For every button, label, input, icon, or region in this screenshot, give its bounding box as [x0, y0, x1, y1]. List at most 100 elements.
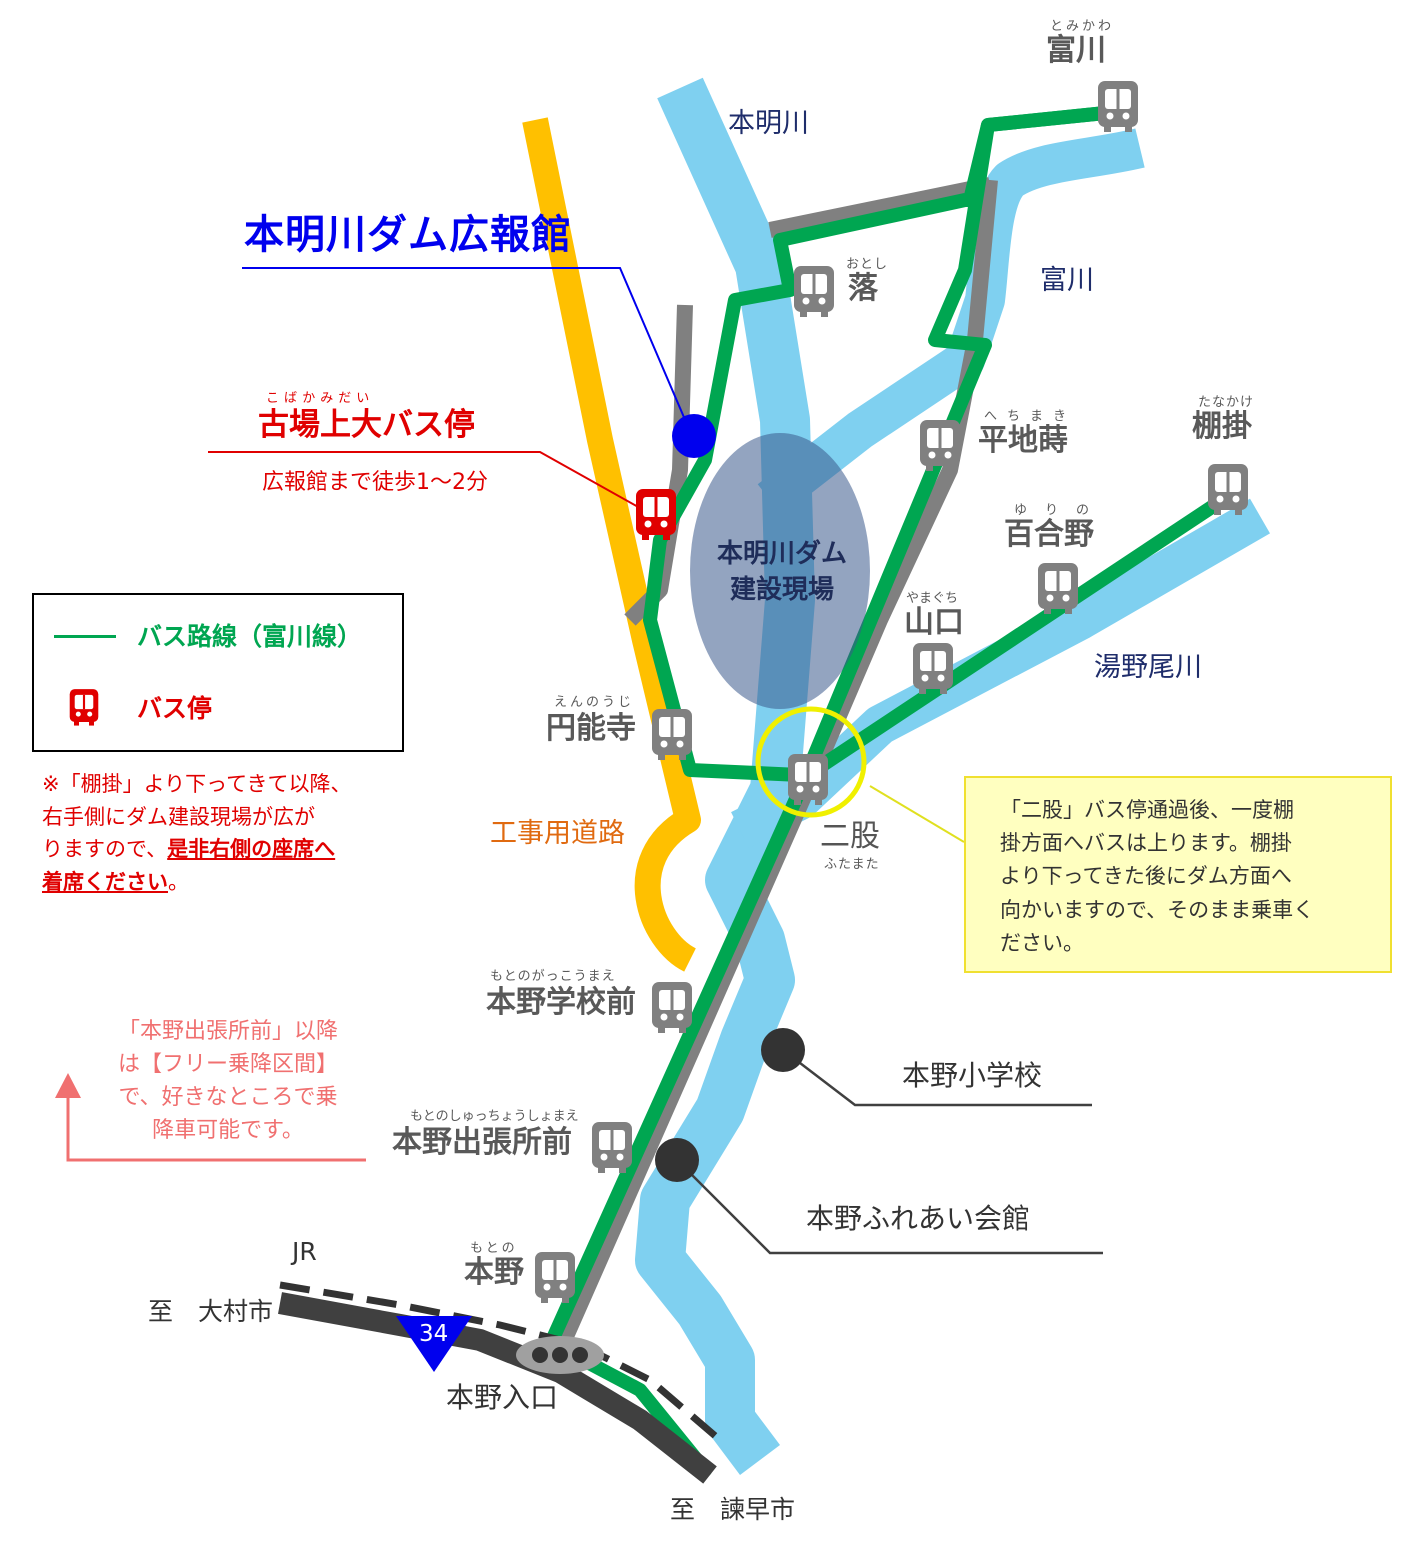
dam-site-label: 本明川ダム 建設現場	[700, 536, 864, 609]
school-label: 本野小学校	[902, 1059, 1043, 1092]
hall-label: 本野ふれあい会館	[806, 1202, 1031, 1235]
yunoo-river-label: 湯野尾川	[1094, 652, 1202, 683]
shucchou-ruby: もとのしゅっちょうしょまえ	[410, 1109, 579, 1124]
legend: バス路線（富川線） バス停	[32, 593, 404, 752]
school-leader	[782, 1049, 1092, 1107]
note-line4: 着席ください。	[42, 866, 402, 899]
callout-line3: より下ってきた後にダム方面へ	[1000, 864, 1292, 889]
callout-line2: 掛方面へバスは上ります。棚掛	[1000, 831, 1292, 856]
note-line3: りますので、是非右側の座席へ	[42, 833, 402, 866]
construction-road	[522, 117, 701, 972]
rail-and-highway	[278, 1281, 723, 1484]
honmyo-river-label: 本明川	[728, 108, 809, 139]
free-arrow-head	[55, 1073, 81, 1098]
school-point	[761, 1028, 805, 1072]
futamata-ruby: ふたまた	[824, 857, 880, 872]
direction-omura: 至 大村市	[148, 1297, 274, 1326]
ennouji-stop-name: 円能寺	[546, 711, 636, 746]
bus-icon-kobaba	[634, 487, 678, 542]
page-title: 本明川ダム広報館	[244, 212, 572, 258]
gakko-stop-name: 本野学校前	[486, 985, 636, 1020]
bus-icon-futamata	[786, 752, 830, 807]
hechimaki-ruby: へちまき	[984, 409, 1077, 424]
bus-icon-tanakake	[1206, 462, 1250, 517]
callout-line4: 向かいますので、そのまま乗車く	[1000, 897, 1315, 922]
gakko-ruby: もとのがっこうまえ	[490, 969, 616, 984]
route-tanakake	[793, 488, 1237, 787]
seat-note: ※「棚掛」より下ってきて以降、 右手側にダム建設現場が広が りますので、是非右側…	[42, 768, 402, 898]
kobaba-walk-note: 広報館まで徒歩1～2分	[262, 470, 488, 495]
note-line3a: りますので、	[42, 837, 168, 862]
otoshi-ruby: おとし	[846, 257, 889, 272]
bus-icon-shucchou	[590, 1120, 634, 1175]
note-line4a: 着席ください	[42, 869, 168, 894]
road-top	[768, 177, 992, 238]
tanakake-stop-name: 棚掛	[1192, 409, 1252, 444]
motono-stop-name: 本野	[464, 1255, 524, 1290]
bus-icon-hechimaki	[918, 418, 962, 473]
legend-route-label: バス路線（富川線）	[137, 622, 363, 651]
callout-leader	[869, 785, 965, 843]
bus-icon-yurino	[1036, 561, 1080, 616]
bus-icon-yamaguchi	[911, 641, 955, 696]
note-line1: ※「棚掛」より下ってきて以降、	[42, 772, 352, 796]
jr-label: JR	[292, 1237, 317, 1266]
free-boarding-note: 「本野出張所前」以降 は【フリー乗降区間】 で、好きなところで乗 降車可能です。	[98, 1015, 358, 1147]
bus-icon-ennouji	[650, 707, 694, 762]
free-arrow-line	[66, 1090, 366, 1162]
motono-entrance-junction	[516, 1336, 604, 1374]
legend-stop-label: バス停	[137, 694, 213, 723]
yamaguchi-ruby: やまぐち	[906, 591, 959, 606]
free-line2: は【フリー乗降区間】	[117, 1052, 338, 1077]
legend-route-line	[54, 635, 116, 638]
bus-stops	[533, 79, 1250, 1305]
ennouji-ruby: えんのうじ	[554, 695, 635, 710]
dam-site-area	[690, 433, 870, 709]
bus-icon-gakko	[650, 980, 694, 1035]
route-loop	[643, 105, 1122, 782]
kobaba-stop-name: 古場上大バス停	[258, 407, 475, 443]
futamata-callout: 「二股」バス停通過後、一度棚 掛方面へバスは上ります。棚掛 より下ってきた後にダ…	[964, 776, 1392, 973]
hall-point	[655, 1138, 699, 1182]
note-line2: 右手側にダム建設現場が広が	[42, 804, 315, 829]
callout-line1: 「二股」バス停通過後、一度棚	[1000, 798, 1294, 822]
route34-marker	[396, 1316, 472, 1372]
free-line3: で、好きなところで乗	[118, 1085, 338, 1110]
dam-site-line1: 本明川ダム	[716, 539, 847, 569]
motono-entrance-label: 本野入口	[446, 1381, 559, 1414]
tomi-river-label: 富川	[1040, 265, 1094, 296]
legend-bus-stop-icon	[69, 689, 99, 726]
free-line4: 降車可能です。	[152, 1118, 304, 1143]
direction-isahaya: 至 諫早市	[670, 1495, 796, 1524]
tomikawa-ruby: とみかわ	[1050, 19, 1115, 34]
kobaba-leader	[208, 451, 641, 509]
futamata-highlight	[755, 706, 867, 818]
note-line4b: 。	[168, 869, 189, 894]
dam-site-line2: 建設現場	[729, 575, 834, 606]
free-line1: 「本野出張所前」以降	[117, 1019, 338, 1044]
otoshi-stop-name: 落	[848, 271, 878, 306]
note-line3b: 是非右側の座席へ	[167, 837, 336, 862]
callout-line5: ださい。	[1000, 930, 1084, 955]
tomikawa-stop-name: 富川	[1046, 33, 1106, 68]
jr-line	[279, 1281, 723, 1443]
bus-icon-otoshi	[792, 264, 836, 319]
hall-leader	[676, 1159, 1103, 1255]
shucchou-stop-name: 本野出張所前	[392, 1125, 572, 1160]
pr-hall-point	[672, 414, 716, 458]
hechimaki-stop-name: 平地蒔	[978, 423, 1068, 458]
construction-road-label: 工事用道路	[490, 818, 625, 849]
bus-icon-tomikawa	[1096, 79, 1140, 134]
yurino-stop-name: 百合野	[1004, 517, 1094, 552]
title-leader	[242, 267, 693, 437]
yamaguchi-stop-name: 山口	[904, 605, 964, 640]
kobaba-ruby: こばかみだい	[266, 391, 375, 406]
route34-label: 34	[419, 1321, 449, 1347]
bus-icon-motono	[533, 1250, 577, 1305]
motono-ruby: もとの	[470, 1241, 518, 1256]
leader-lines	[55, 267, 1103, 1255]
futamata-stop-name: 二股	[820, 819, 880, 854]
yurino-ruby: ゆりの	[1014, 503, 1108, 518]
tanakake-ruby: たなかけ	[1198, 395, 1255, 410]
